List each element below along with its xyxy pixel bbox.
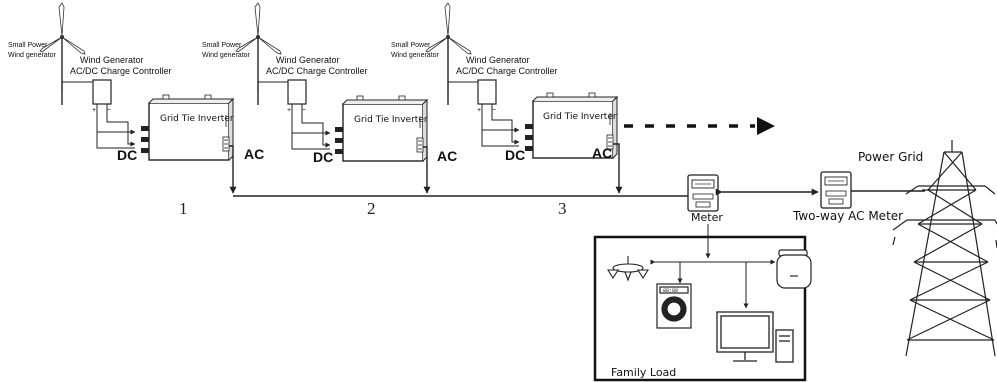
generator-label-line1: Small Power (202, 42, 242, 49)
two-way-meter-icon (820, 171, 852, 209)
dc-label: DC (505, 147, 525, 163)
generator-label-line1: Small Power (8, 42, 48, 49)
controller-label-line2: AC/DC Charge Controller (70, 66, 172, 76)
unit-2: Small Power Wind generator Wind Generato… (202, 2, 457, 218)
svg-text:+: + (287, 107, 291, 114)
controller-label-line1: Wind Generator (276, 55, 340, 65)
generator-label-line2: Wind generator (8, 52, 57, 59)
ac-label: AC (592, 145, 612, 161)
grid-tie-inverter (140, 94, 234, 161)
generator-label-line1: Small Power (391, 42, 431, 49)
dc-label: DC (117, 147, 137, 163)
chandelier-icon (607, 256, 649, 282)
svg-text:−: − (107, 107, 111, 114)
washer-display: 88:88 (663, 288, 678, 294)
bus-number-3: 3 (558, 199, 567, 218)
svg-text:−: − (492, 107, 496, 114)
rice-cooker-icon (776, 249, 812, 289)
power-tower-icon (892, 140, 997, 357)
inverter-label: Grid Tie Inverter (160, 114, 234, 124)
bus-number-1: 1 (179, 199, 188, 218)
inverter-label: Grid Tie Inverter (543, 112, 617, 122)
grid-tie-inverter (334, 95, 428, 162)
ac-label: AC (244, 146, 264, 162)
ac-label: AC (437, 148, 457, 164)
charge-controller-icon (477, 79, 497, 111)
charge-controller-icon (287, 79, 307, 111)
dc-label: DC (313, 149, 333, 165)
inverter-label: Grid Tie Inverter (354, 115, 428, 125)
controller-label-line1: Wind Generator (466, 55, 530, 65)
generator-label-line2: Wind generator (391, 52, 440, 59)
svg-text:+: + (92, 107, 96, 114)
two-way-meter-label: Two-way AC Meter (792, 209, 903, 223)
charge-controller-icon (92, 79, 112, 111)
power-grid-label: Power Grid (858, 150, 923, 164)
controller-label-line2: AC/DC Charge Controller (266, 66, 368, 76)
computer-icon (716, 311, 794, 363)
svg-text:+: + (477, 107, 481, 114)
meter-label: Meter (691, 211, 723, 224)
meter-icon (687, 174, 719, 212)
continuation-arrow (624, 117, 775, 135)
unit-1: Small Power Wind generator Wind Generato… (8, 2, 264, 218)
washing-machine-icon (656, 283, 692, 329)
controller-label-line2: AC/DC Charge Controller (456, 66, 558, 76)
svg-text:−: − (302, 107, 306, 114)
controller-label-line1: Wind Generator (80, 55, 144, 65)
generator-label-line2: Wind generator (202, 52, 251, 59)
family-load-label: Family Load (611, 366, 676, 379)
unit-3: Small Power Wind generator Wind Generato… (391, 2, 623, 218)
bus-number-2: 2 (367, 199, 376, 218)
family-load-box (593, 235, 807, 382)
